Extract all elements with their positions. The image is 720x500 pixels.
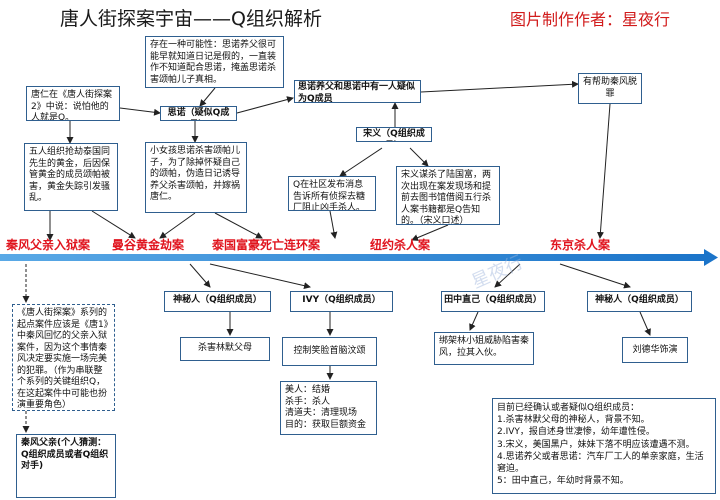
- connector: [209, 263, 311, 290]
- node-sinuo-father: 思诺养父和思诺中有一人疑似为Q成员: [294, 80, 421, 103]
- connector: [189, 263, 211, 288]
- connector: [91, 210, 136, 239]
- node-summary: 目前已经确认或者疑似Q组织成员： 1.杀害林默父母的神秘人，背景不知。 2.IV…: [492, 398, 716, 494]
- node-ivy: IVY（Q组织成员）: [290, 291, 393, 312]
- node-mystery-left: 神秘人（Q组织成员）: [164, 291, 271, 312]
- node-possibility: 存在一种可能性：思诺养父很可能早就知道日记是假的，一直装作不知道配合思诺，掩盖思…: [145, 36, 284, 88]
- node-tangren-quote: 唐仁在《唐人街探案2》中说：说怕他的人就是Q。: [26, 86, 120, 121]
- connector: [639, 311, 651, 336]
- node-control-smile: 控制笑脸首脑汶颂: [282, 337, 377, 366]
- node-qinfeng-father: 秦风父亲(个人猜测：Q组织成员或者Q组织对手): [16, 434, 116, 498]
- connector: [559, 263, 631, 289]
- event-tokyo-case: 东京杀人案: [550, 238, 611, 252]
- node-songyi: 宋义（Q组织成员）: [356, 127, 432, 142]
- node-liu-dehua: 刘德华饰演: [622, 337, 688, 363]
- timeline-bar: [0, 254, 706, 261]
- connector: [119, 107, 161, 116]
- node-tanaka: 田中直己（Q组织成员）: [441, 291, 545, 312]
- node-help-qinfeng: 有帮助秦风脱罪: [578, 73, 642, 104]
- timeline-arrowhead: [704, 249, 718, 266]
- node-gold-robbery: 五人组织抢劫泰国同先生的黄金，后因保管黄金的成员颂帕被害，黄金失踪引发骚乱。: [24, 143, 118, 211]
- event-bangkok-gold-case: 曼谷黄金劫案: [112, 238, 185, 252]
- node-q-community: Q在社区发布消息告诉所有侦探去糖厂阻止凶手杀人。: [288, 176, 376, 211]
- node-sinuo-kill: 小女孩思诺杀害颂帕儿子，为了除掉怀疑自己的颂帕，伪造日记诱导养父杀害颂帕，并嫁祸…: [145, 142, 247, 213]
- event-qinfeng-father-case: 秦风父亲入狱案: [6, 238, 91, 252]
- event-thai-tycoon-case: 泰国富豪死亡连环案: [212, 238, 321, 252]
- node-kidnap: 绑架林小姐威胁陷害秦风，拉其入伙。: [434, 332, 534, 365]
- connector: [596, 103, 611, 239]
- connector: [411, 224, 449, 241]
- connector: [494, 263, 521, 288]
- connector: [236, 96, 294, 114]
- author-credit: 图片制作作者：星夜行: [510, 10, 671, 29]
- node-kill-stepmother: 杀害林默父母: [180, 337, 270, 361]
- connector: [409, 147, 429, 167]
- event-newyork-case: 纽约杀人案: [370, 238, 431, 252]
- connector: [214, 212, 263, 239]
- node-mystery-right: 神秘人（Q组织成员）: [587, 291, 692, 312]
- node-origin-case: 《唐人街探案》系列的起点案件应该是《唐1》中秦风回忆的父亲入狱案件，因为这个事情…: [12, 304, 115, 411]
- node-sinuo: 思诺（疑似Q成员）: [160, 106, 237, 121]
- node-songyi-plan: 宋义谋杀了陆国富，两次出现在案发现场和提前去图书馆借阅五行杀人案书籍都是Q告知的…: [396, 166, 500, 225]
- connector: [159, 212, 196, 239]
- page-title: 唐人街探案宇宙——Q组织解析: [60, 8, 322, 30]
- connector: [199, 87, 216, 107]
- node-ivy-detail: 美人：结婚 杀手：杀人 清道夫：清理现场 目的：获取巨额资金: [280, 381, 377, 435]
- connector: [420, 80, 579, 93]
- connector: [329, 210, 338, 239]
- connector: [339, 147, 383, 177]
- connector: [469, 311, 479, 331]
